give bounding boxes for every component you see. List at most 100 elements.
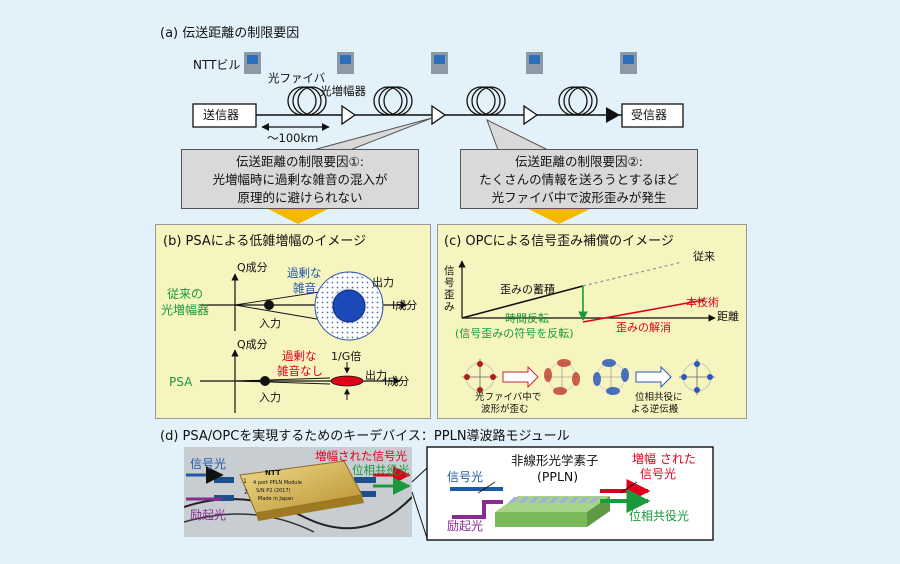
module-brand: NTT: [265, 469, 281, 477]
output-label: 出力: [365, 369, 387, 382]
gain-label: 1/G倍: [331, 350, 362, 363]
ppln-label: (PPLN): [537, 469, 579, 484]
nonlinear-element-label: 非線形光学素子: [511, 453, 599, 468]
fiber-coil: [373, 86, 413, 116]
distortion-accumulation-line: [461, 285, 584, 319]
input-label: 入力: [259, 391, 281, 404]
module-text: Made in Japan: [258, 496, 294, 502]
building-icon: [337, 52, 354, 74]
this-technology-label: 本技術: [686, 296, 719, 309]
conventional-distortion-line: [582, 261, 683, 287]
i-axis-label: I成分: [384, 375, 410, 388]
output-signal-dot: [332, 289, 366, 323]
section-d-title: (d) PSA/OPCを実現するためのキーデバイス：PPLN導波路モジュール: [160, 429, 570, 444]
fiber-coil: [466, 86, 506, 116]
reverse-propagation-label: よる逆伝搬: [631, 404, 679, 415]
panel-psa: [155, 224, 431, 419]
y-axis-label: 信 号 歪 み: [444, 265, 455, 313]
limit-factor-2-line: たくさんの情報を送ろうとするほど: [479, 172, 679, 187]
distance-label: ～100km: [267, 131, 319, 145]
signal-label: 信号光: [190, 457, 227, 471]
amplifier-icon: [523, 104, 539, 126]
limit-factor-1-line: 光増幅時に過剰な雑音の混入が: [212, 172, 388, 187]
sign-reversal-label: (信号歪みの符号を反転): [455, 327, 574, 340]
building-icon: [620, 52, 637, 74]
conventional-amp-label: 光増幅器: [161, 303, 210, 317]
input-signal-dot: [260, 376, 270, 386]
q-axis-label: Q成分: [237, 261, 268, 274]
no-excess-noise-label: 雑音なし: [277, 364, 323, 378]
conjugate-label: 位相共役光: [352, 463, 410, 477]
limit-factor-2-box: 伝送距離の制限要因②: たくさんの情報を送ろうとするほど 光ファイバ中で波形歪み…: [460, 149, 698, 209]
port-label: 2: [244, 489, 248, 496]
propagation-arrow: [635, 365, 672, 389]
section-a-title: (a) 伝送距離の制限要因: [160, 26, 300, 41]
no-excess-noise-label: 過剰な: [282, 349, 317, 363]
output-label: 出力: [372, 276, 394, 289]
constellation-conjugate: [593, 359, 629, 395]
constellation-recovered: [679, 359, 715, 395]
constellation-distorted: [544, 359, 580, 395]
propagation-arrow: [502, 365, 539, 389]
receiver-label: 受信器: [631, 108, 668, 122]
ppln-module-photo: [184, 447, 412, 537]
conventional-amp-label: 従来の: [167, 287, 204, 301]
reverse-propagation-label: 位相共役に: [635, 392, 683, 403]
amplifier-icon: [341, 104, 357, 126]
limit-factor-2-title: 伝送距離の制限要因②:: [515, 154, 643, 169]
constellation-ideal: [462, 359, 498, 395]
arrowhead-icon: [606, 107, 620, 123]
accumulation-label: 歪みの蓄積: [500, 283, 555, 296]
ntt-building-label: NTTビル: [193, 58, 241, 72]
panel-opc: [437, 224, 747, 419]
distortion-resolved-line: [582, 299, 705, 323]
amplifier-icon: [431, 104, 447, 126]
fiber-coil: [558, 86, 598, 116]
excess-noise-label: 雑音: [293, 281, 316, 295]
distance-axis-label: 距離: [717, 310, 739, 323]
i-axis-label: I成分: [392, 299, 418, 312]
in-fiber-label: 波形が歪む: [481, 404, 529, 415]
in-fiber-label: 光ファイバ中で: [475, 392, 542, 403]
time-reversal-label: 時間反転: [505, 312, 549, 325]
pump-arrow: [452, 500, 503, 519]
section-c-title: (c) OPCによる信号歪み補償のイメージ: [444, 234, 674, 249]
distortion-resolved-label: 歪みの解消: [616, 321, 671, 334]
module-text: 4 port PPLN Module: [253, 480, 302, 486]
pump-label: 励起光: [447, 519, 484, 533]
module-text: S/N P2 (2017): [256, 488, 291, 494]
amplified-signal-label: 増幅 された: [632, 452, 696, 466]
amplifier-label: 光増幅器: [320, 84, 366, 98]
conjugate-label: 位相共役光: [629, 509, 690, 523]
poling-stripes: [508, 497, 600, 503]
signal-label: 信号光: [447, 470, 484, 484]
excess-noise-label: 過剰な: [287, 266, 322, 280]
building-icon: [431, 52, 448, 74]
conventional-label: 従来: [693, 250, 715, 263]
squeezed-output-signal: [330, 375, 364, 387]
building-icon: [526, 52, 543, 74]
q-axis-label: Q成分: [237, 338, 268, 351]
transmitter-label: 送信器: [203, 108, 240, 122]
yellow-arrow: [266, 208, 330, 224]
limit-factor-1-line: 原理的に避けられない: [237, 190, 363, 205]
yellow-arrow: [526, 208, 592, 224]
limit-factor-2-line: 光ファイバ中で波形歪みが発生: [491, 190, 667, 205]
fiber-coil: [287, 86, 327, 116]
port-label: 1: [243, 478, 247, 485]
receiver-box: [621, 103, 684, 128]
amplified-signal-label: 信号光: [640, 467, 677, 481]
amplified-signal-label: 増幅された信号光: [315, 449, 407, 463]
building-icon: [244, 52, 261, 74]
limit-factor-1-title: 伝送距離の制限要因①:: [236, 154, 364, 169]
transmitter-box: [192, 103, 257, 128]
pump-label: 励起光: [190, 508, 227, 522]
input-signal-dot: [264, 300, 274, 310]
limit-factor-1-box: 伝送距離の制限要因①: 光増幅時に過剰な雑音の混入が 原理的に避けられない: [181, 149, 419, 209]
fiber-label: 光ファイバ: [268, 71, 326, 85]
